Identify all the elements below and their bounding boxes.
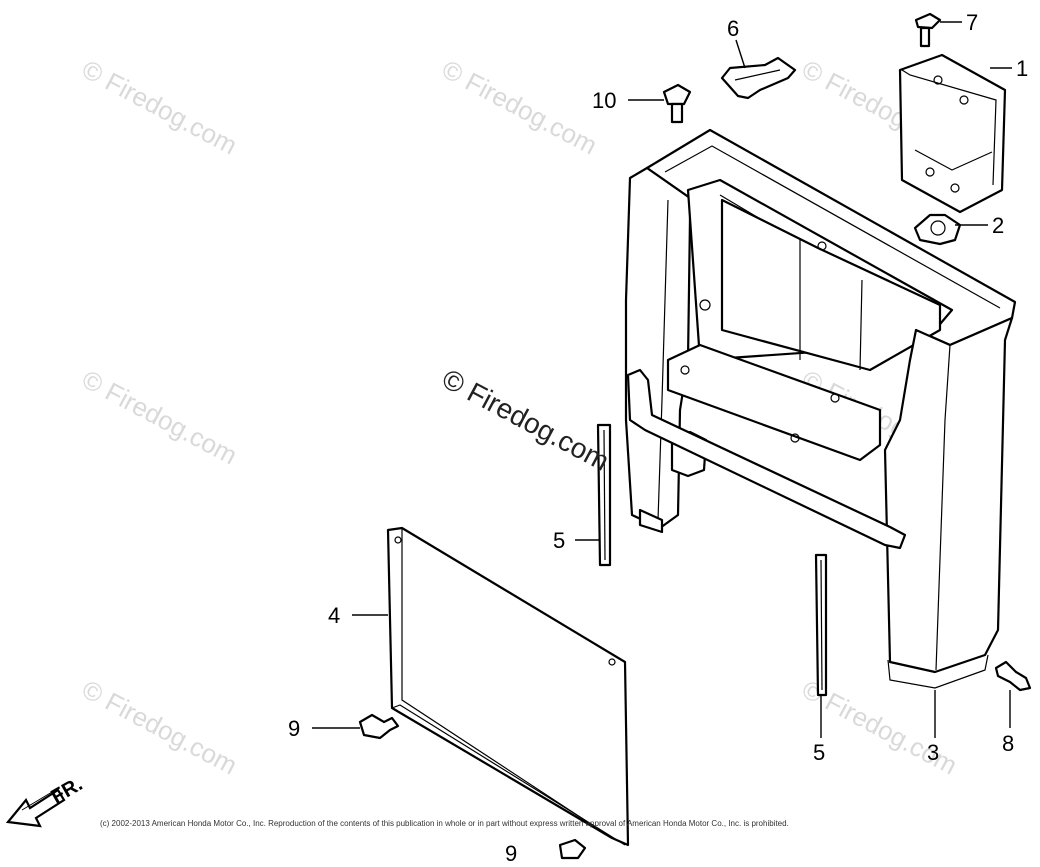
callout-9: 9 xyxy=(288,716,300,741)
rubber-strip-a xyxy=(596,423,612,567)
bracket-box xyxy=(898,53,1007,214)
leader-lines xyxy=(312,21,1012,738)
callout-6: 6 xyxy=(727,16,739,41)
callout-7: 7 xyxy=(966,10,978,35)
frame-shroud xyxy=(624,128,1017,689)
callout-10: 10 xyxy=(592,88,616,113)
bolt-7 xyxy=(914,12,942,48)
callout-5: 5 xyxy=(553,528,565,553)
callout-labels: 1 2 3 4 5 5 6 7 8 9 9 10 xyxy=(288,10,1028,866)
callout-9: 9 xyxy=(505,841,517,866)
callout-4: 4 xyxy=(328,603,340,628)
callout-3: 3 xyxy=(927,740,939,765)
watermark-main: © Firedog.com xyxy=(437,363,614,477)
copyright-notice: (c) 2002-2013 American Honda Motor Co., … xyxy=(100,819,789,828)
watermark: © Firedog.com xyxy=(437,54,602,161)
clip-part xyxy=(913,213,962,246)
bolt-9 xyxy=(358,713,400,740)
bolt-10 xyxy=(662,83,692,124)
bolt-8 xyxy=(994,660,1032,692)
rubber-strip-b xyxy=(814,553,828,697)
callout-8: 8 xyxy=(1002,731,1014,756)
front-panel xyxy=(386,526,630,847)
callout-5: 5 xyxy=(813,740,825,765)
watermark: © Firedog.com xyxy=(77,674,242,781)
watermark: © Firedog.com xyxy=(77,54,242,161)
callout-2: 2 xyxy=(992,213,1004,238)
bolt-9-bottom xyxy=(558,838,587,860)
front-arrow-icon xyxy=(5,788,66,828)
callout-1: 1 xyxy=(1016,56,1028,81)
front-direction-indicator: FR. xyxy=(5,773,86,828)
watermark: © Firedog.com xyxy=(77,364,242,471)
stay-plate xyxy=(720,56,797,100)
